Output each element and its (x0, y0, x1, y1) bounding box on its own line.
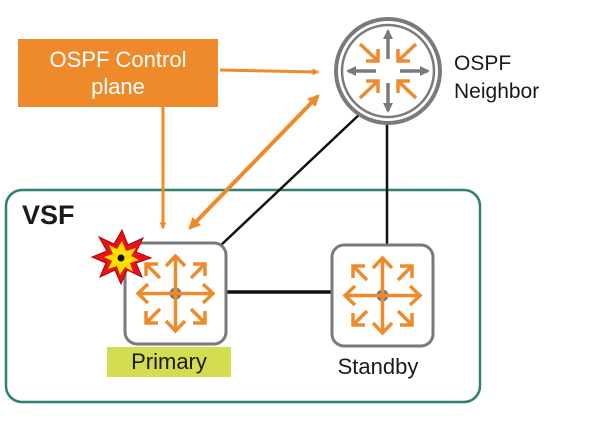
primary-label: Primary (107, 347, 231, 377)
neighbor-label-line1: OSPF (454, 52, 512, 75)
vsf-label: VSF (22, 200, 75, 230)
arrow-control-to-neighbor (219, 68, 320, 76)
neighbor-router-icon (334, 17, 442, 125)
control-plane-line2: plane (91, 74, 145, 99)
neighbor-label-line2: Neighbor (454, 80, 540, 103)
control-plane-line1: OSPF Control (49, 47, 187, 72)
failure-explosion-icon (90, 228, 153, 286)
ospf-control-plane-box: OSPF Control plane (18, 39, 218, 107)
ospf-neighbor-label: OSPF Neighbor (454, 50, 539, 106)
standby-switch-icon (330, 243, 435, 348)
standby-label: Standby (337, 354, 419, 379)
link-neighbor-primary (219, 111, 363, 247)
arrow-neighbor-primary-bidir (188, 94, 320, 230)
primary-switch-icon (123, 241, 228, 346)
